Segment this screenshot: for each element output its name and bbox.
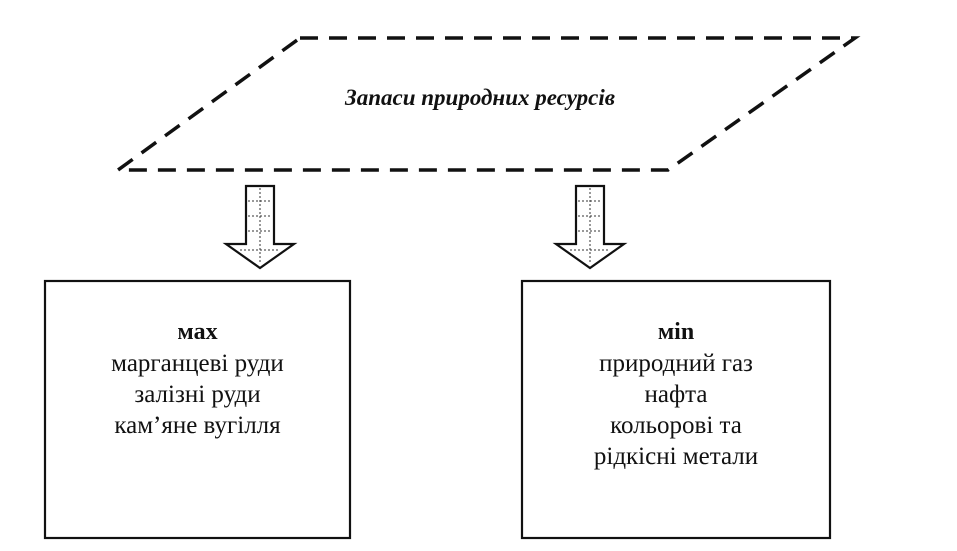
min-box-heading: міn <box>657 319 695 345</box>
diagram-title: Запаси природних ресурсів <box>345 85 615 110</box>
resources-parallelogram <box>112 36 861 172</box>
min-box-content: міn природний газ нафта кольорові та рід… <box>522 317 830 472</box>
max-box-heading: мах <box>177 319 218 345</box>
arrow-down-left-icon <box>222 184 298 270</box>
max-box-content: мах марганцеві руди залізні руди кам’яне… <box>45 317 350 441</box>
max-box-line: кам’яне вугілля <box>114 412 281 439</box>
min-box-line: кольорові та <box>610 412 742 439</box>
max-box-line: залізні руди <box>134 381 261 408</box>
max-box-line: марганцеві руди <box>111 350 284 377</box>
min-box-line: нафта <box>644 381 708 408</box>
min-box-line: рідкісні метали <box>593 443 759 470</box>
min-box <box>520 279 832 540</box>
arrow-down-right-icon <box>552 184 628 270</box>
min-box-line: природний газ <box>599 350 753 377</box>
max-box <box>43 279 352 540</box>
